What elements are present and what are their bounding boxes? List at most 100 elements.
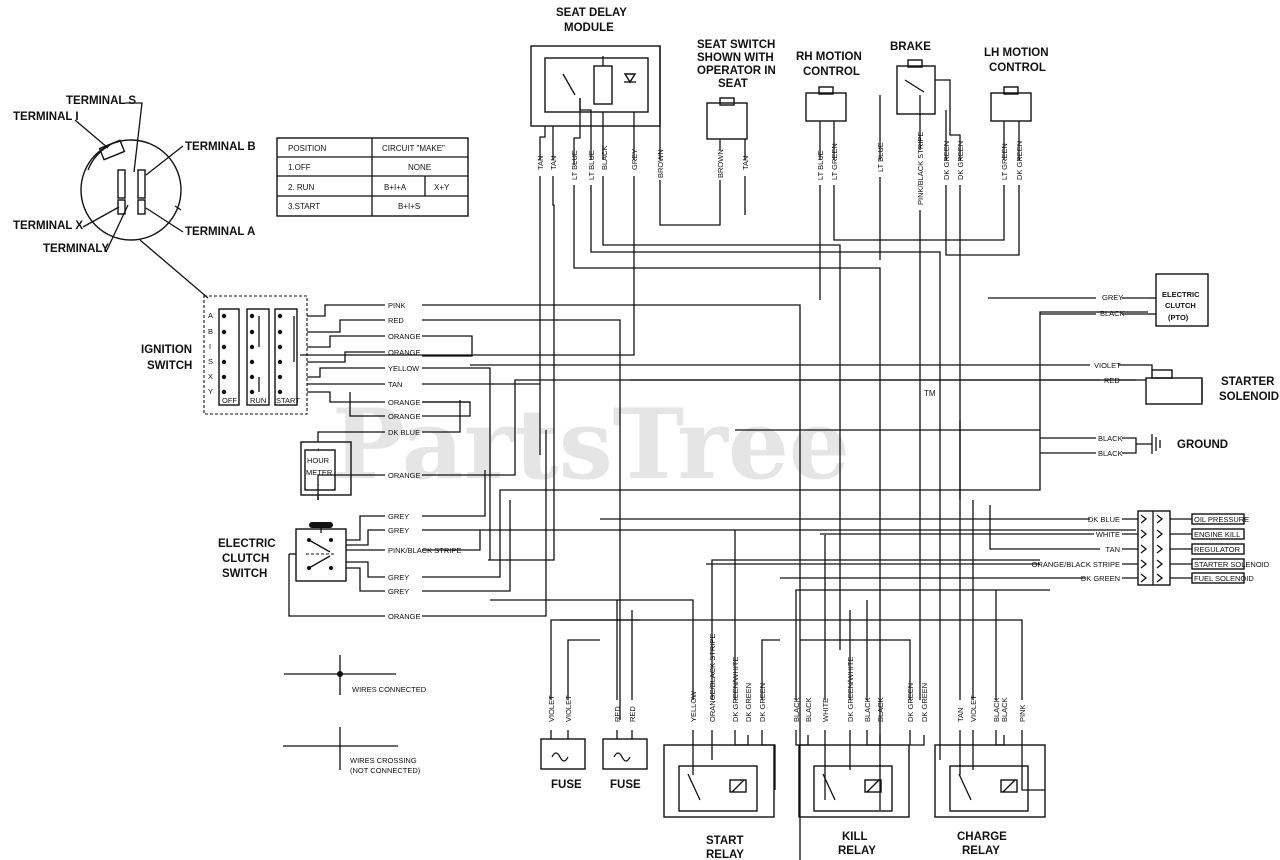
connector-target-box <box>1191 558 1245 570</box>
bottom-wire-label: VIOLET <box>564 695 573 722</box>
terminal-s-label: TERMINAL S <box>66 95 136 107</box>
wire <box>307 367 491 560</box>
ignition-wire-label: YELLOW <box>388 364 420 373</box>
ignition-wire-label: ORANGE <box>388 332 421 341</box>
brake <box>896 59 936 115</box>
wire <box>602 112 841 650</box>
lh-motion-control <box>990 86 1032 122</box>
top-wire-label: TAN <box>536 156 545 170</box>
bottom-wire-label: WHITE <box>821 698 830 722</box>
electric-clutch-pto-title-2: CLUTCH <box>1165 301 1196 310</box>
terminal-y-label: TERMINALY <box>43 243 109 255</box>
start-relay <box>663 744 775 818</box>
top-wire-label: LT BLUE <box>570 150 579 180</box>
fuse-1-title: FUSE <box>551 779 582 791</box>
wire <box>307 335 473 363</box>
circuit-table-row-2-make-a: B+I+A <box>384 183 407 192</box>
wire <box>490 599 694 775</box>
circuit-table-row-1-position: 1.OFF <box>288 163 311 172</box>
starter-solenoid-title-1: STARTER <box>1221 376 1275 388</box>
wire <box>560 619 1045 791</box>
bottom-wire-label: RED <box>613 706 622 722</box>
fuse-2-title: FUSE <box>610 779 641 791</box>
switch-contact <box>221 374 227 380</box>
circuit-table-row-3-position: 3.START <box>288 202 320 211</box>
charge-relay-title-1: CHARGE <box>957 831 1007 843</box>
top-wire-label: TAN <box>741 156 750 170</box>
connector-chevron <box>1140 559 1164 569</box>
wire <box>659 46 721 226</box>
ignition-wire-label: ORANGE <box>388 348 421 357</box>
circuit-table-row-1-make: NONE <box>408 163 431 172</box>
starter-solenoid-title-2: SOLENOID <box>1219 391 1279 403</box>
wire <box>616 600 633 739</box>
bottom-wire-label: VIOLET <box>547 695 556 722</box>
connector-chevron <box>1140 573 1164 583</box>
seat-delay-module-title-1: SEAT DELAY <box>556 7 627 19</box>
wire <box>539 126 546 455</box>
charge-relay-title-2: RELAY <box>962 845 1000 857</box>
switch-letter-a: A <box>208 311 213 320</box>
switch-letter-x: X <box>208 372 213 381</box>
wire <box>346 530 481 551</box>
bottom-wire-label: BLACK <box>876 697 885 722</box>
switch-contact <box>249 389 255 395</box>
wire <box>307 383 540 417</box>
connector-block <box>1137 510 1171 586</box>
ignition-switch-title-1: IGNITION <box>141 344 192 356</box>
switch-letter-b: B <box>208 327 213 336</box>
connector-target-label: OIL PRESSURE <box>1194 515 1249 524</box>
switch-position-run: RUN <box>250 396 266 405</box>
connector-wire-label: DK GREEN <box>1081 574 1120 583</box>
connector-target-box <box>1191 572 1245 584</box>
wires <box>288 46 1153 860</box>
ignition-wire-label: PINK <box>388 301 406 310</box>
connector-wire-label: TAN <box>1106 545 1120 554</box>
ground-symbol <box>1146 434 1161 454</box>
wire <box>866 600 881 746</box>
connector-wire-label: DK BLUE <box>1088 515 1120 524</box>
switch-contact <box>277 329 283 335</box>
wire <box>1040 437 1146 454</box>
bottom-wire-label: DK GREEN <box>906 683 915 722</box>
switch-letter-i: I <box>209 342 211 351</box>
legend-wires-crossing-1: WIRES CROSSING <box>350 756 417 765</box>
electric-clutch-switch-title-3: SWITCH <box>222 568 267 580</box>
wire <box>307 319 621 720</box>
legend-wires-connected: WIRES CONNECTED <box>352 685 427 694</box>
wire <box>300 112 635 356</box>
bottom-wire-label: BLACK <box>863 697 872 722</box>
wire <box>346 311 1148 578</box>
bottom-wire-label: ORANGE/BLACK STRIPE <box>708 634 717 722</box>
switch-bridge <box>258 316 295 392</box>
hour-meter-wire-label: DK BLUE <box>388 428 420 437</box>
switch-contact <box>221 313 227 319</box>
wire <box>711 559 1040 760</box>
connector-target-label: REGULATOR <box>1194 545 1241 554</box>
switch-contact <box>221 344 227 350</box>
switch-contact <box>221 389 227 395</box>
switch-contact <box>221 329 227 335</box>
top-wire-label: LT BLUE <box>587 150 596 180</box>
clutch-switch-wire-label: PINK/BLACK STRIPE <box>388 546 461 555</box>
electric-clutch-pto <box>1148 273 1209 327</box>
clutch-switch-wire-label: ORANGE <box>388 612 421 621</box>
wire <box>761 639 780 790</box>
wire <box>995 590 1005 746</box>
terminal-b-label: TERMINAL B <box>185 141 256 153</box>
fuse-2 <box>602 738 648 770</box>
switch-contact <box>249 313 255 319</box>
electric-clutch-pto-title-1: ELECTRIC <box>1162 290 1200 299</box>
wire <box>550 619 640 739</box>
bottom-wire-label: BLACK <box>1000 697 1009 722</box>
terminal-i-label: TERMINAL I <box>13 111 79 123</box>
bottom-wire-label: DK GREEN/WHITE <box>846 657 855 722</box>
top-wire-label: LT BLUE <box>816 150 825 180</box>
top-wire-label: BLACK <box>600 145 609 170</box>
switch-contact <box>249 374 255 380</box>
rh-motion-control-title-2: CONTROL <box>803 66 860 78</box>
right-wire-label: GREY <box>1102 293 1123 302</box>
electric-clutch-switch-title-2: CLUTCH <box>222 553 269 565</box>
circuit-table-row-2-position: 2. RUN <box>288 183 314 192</box>
